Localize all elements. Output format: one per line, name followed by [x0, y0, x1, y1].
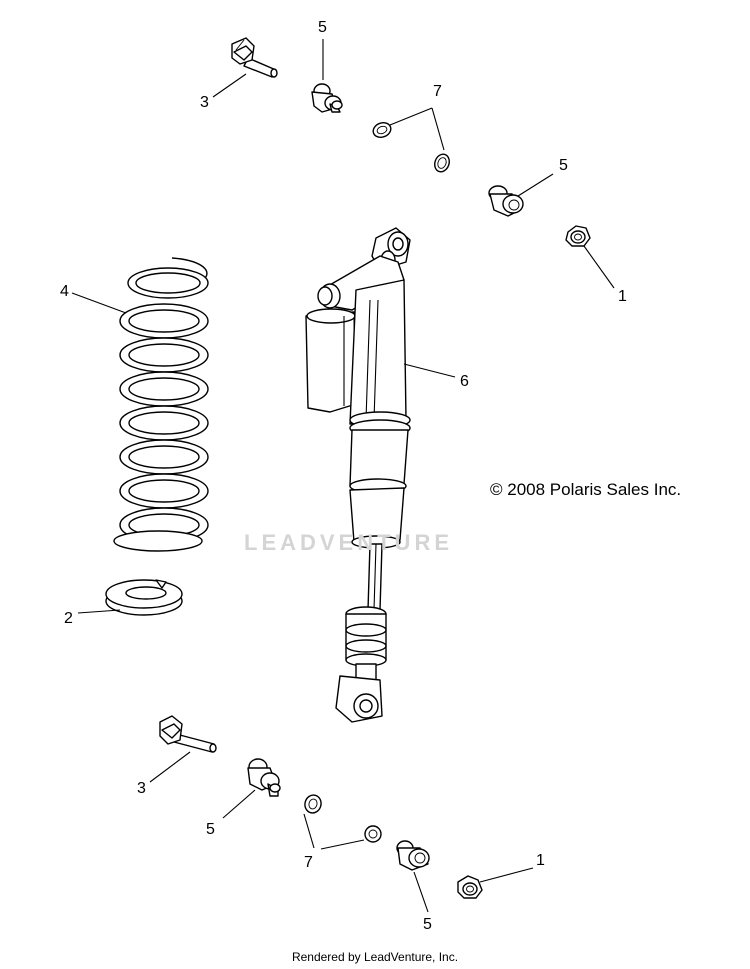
callout-1-top: 1 [618, 288, 627, 305]
bolt-top[interactable] [231, 37, 278, 78]
nut-top[interactable] [565, 225, 591, 247]
washer-bottom-b[interactable] [364, 825, 382, 843]
bushing-top-right[interactable] [488, 185, 524, 217]
washer-top-b[interactable] [432, 152, 451, 174]
coil-spring[interactable] [113, 257, 209, 552]
callout-5-top-left: 5 [318, 19, 327, 36]
bushing-bottom-right[interactable] [396, 840, 430, 871]
callout-3-top: 3 [200, 94, 209, 111]
callout-1-bottom: 1 [536, 852, 545, 869]
footer-credit: Rendered by LeadVenture, Inc. [291, 950, 459, 964]
bushing-bottom-left[interactable] [247, 758, 281, 797]
callout-4: 4 [60, 283, 69, 300]
shock-absorber[interactable] [305, 227, 411, 723]
callout-6: 6 [460, 373, 469, 390]
callout-2: 2 [64, 610, 73, 627]
callout-5-bottom-right: 5 [423, 916, 432, 933]
callout-7-bottom: 7 [304, 854, 313, 871]
bushing-top-left[interactable] [311, 83, 343, 113]
leader-lines [71, 39, 615, 913]
nut-bottom[interactable] [457, 875, 483, 899]
callout-3-bottom: 3 [137, 780, 146, 797]
callout-7-top: 7 [433, 83, 442, 100]
watermark: LEADVENTURE [244, 530, 454, 555]
callout-5-bottom-left: 5 [206, 821, 215, 838]
spring-retainer[interactable] [105, 579, 183, 616]
washer-top-a[interactable] [371, 120, 393, 139]
bolt-bottom[interactable] [159, 715, 217, 753]
callout-5-top-right: 5 [559, 157, 568, 174]
copyright-notice: © 2008 Polaris Sales Inc. [490, 480, 682, 499]
washer-bottom-a[interactable] [303, 793, 323, 815]
